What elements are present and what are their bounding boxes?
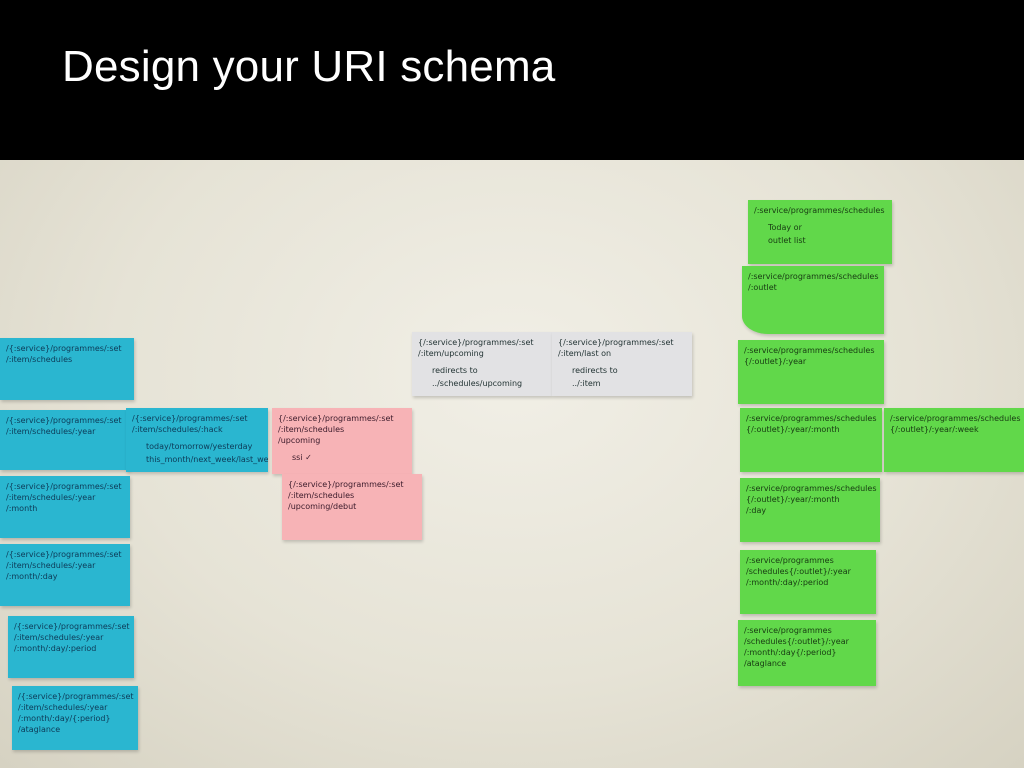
note-text: /:item/schedules/:year (14, 633, 104, 642)
sticky-note-grey: {/:service}/programmes/:set /:item/last o… (552, 332, 692, 396)
sticky-note-green: /:service/programmes/schedules{/:outlet}… (738, 620, 876, 686)
note-text: /:service/programmes/schedules (746, 414, 877, 423)
note-text: {/:service}/programmes/:set (288, 480, 404, 489)
note-text: /:month/:day/:period (746, 578, 829, 587)
note-text: /:day (746, 506, 767, 515)
note-text: /{:service}/programmes/:set (6, 344, 122, 353)
note-text: {/:outlet}/:year (744, 357, 807, 366)
note-text: /:service/programmes/schedules (748, 272, 879, 281)
sticky-note-pink: {/:service}/programmes/:set /:item/schedu… (272, 408, 412, 474)
note-text: /{:service}/programmes/:set (132, 414, 248, 423)
sticky-note-blue: /{:service}/programmes/:set /:item/schedu… (12, 686, 138, 750)
note-text: /:service/programmes/schedules (890, 414, 1021, 423)
note-text: /:item/schedules/:year (6, 427, 96, 436)
note-text: /{:service}/programmes/:set (18, 692, 134, 701)
note-text: /:item/schedules/:year (6, 561, 96, 570)
note-text: /:service/programmes/schedules (754, 206, 885, 215)
note-text: /:month/:day{/:period} (744, 648, 837, 657)
note-text: /ataglance (744, 659, 787, 668)
note-text: /:service/programmes (746, 556, 834, 565)
note-text: /upcoming/debut (288, 502, 357, 511)
sticky-note-pink: {/:service}/programmes/:set /:item/schedu… (282, 474, 422, 540)
note-text: /:month/:day (6, 572, 58, 581)
note-text: /:item/schedules (278, 425, 345, 434)
note-text: /:item/schedules/:hack (132, 425, 223, 434)
note-text: /schedules{/:outlet}/:year (744, 637, 849, 646)
note-text: {/:service}/programmes/:set (418, 338, 534, 347)
note-text: /{:service}/programmes/:set (14, 622, 130, 631)
note-text: /ataglance (18, 725, 61, 734)
note-text: /:month (6, 504, 38, 513)
note-text: /upcoming (278, 436, 321, 445)
sticky-note-blue: /{:service}/programmes/:set /:item/schedu… (8, 616, 134, 678)
note-text: /:item/schedules (6, 355, 73, 364)
note-text: /:service/programmes (744, 626, 832, 635)
note-text: /{:service}/programmes/:set (6, 416, 122, 425)
note-text: /:month/:day/{:period} (18, 714, 111, 723)
note-text: {/:service}/programmes/:set (558, 338, 674, 347)
note-text: {/:outlet}/:year/:month (746, 425, 840, 434)
note-text: /:service/programmes/schedules (744, 346, 875, 355)
sticky-note-green: /:service/programmes/schedules /:outlet (742, 266, 884, 334)
sticky-note-green: /:service/programmes/schedules {/:outlet}… (740, 478, 880, 542)
note-text: /{:service}/programmes/:set (6, 482, 122, 491)
note-text: {/:service}/programmes/:set (278, 414, 394, 423)
sticky-note-grey: {/:service}/programmes/:set /:item/upcomi… (412, 332, 552, 396)
sticky-note-blue: /{:service}/programmes/:set /:item/schedu… (0, 544, 130, 606)
note-annotation: redirects to (572, 366, 618, 375)
note-text: {/:outlet}/:year/:week (890, 425, 979, 434)
note-text: /:item/last on (558, 349, 612, 358)
note-annotation: ../schedules/upcoming (432, 379, 523, 388)
note-annotation: ssi ✓ (292, 453, 312, 462)
whiteboard-photo: /{:service}/programmes/:set /:item/schedu… (0, 160, 1024, 768)
note-text: /:month/:day/:period (14, 644, 97, 653)
note-text: /:item/upcoming (418, 349, 484, 358)
slide-header: Design your URI schema (0, 0, 1024, 160)
note-text: /:item/schedules/:year (6, 493, 96, 502)
note-annotation: this_month/next_week/last_week (146, 455, 268, 464)
note-annotation: Today or (768, 223, 802, 232)
note-text: /{:service}/programmes/:set (6, 550, 122, 559)
note-annotation: redirects to (432, 366, 478, 375)
note-annotation: ../:item (572, 379, 601, 388)
sticky-note-blue: /{:service}/programmes/:set /:item/schedu… (126, 408, 268, 472)
sticky-note-blue: /{:service}/programmes/:set /:item/schedu… (0, 476, 130, 538)
note-text: {/:outlet}/:year/:month (746, 495, 840, 504)
sticky-note-green: /:service/programmes/schedules {/:outlet}… (740, 408, 882, 472)
sticky-note-green: /:service/programmes/schedules {/:outlet}… (884, 408, 1024, 472)
sticky-note-blue: /{:service}/programmes/:set /:item/schedu… (0, 338, 134, 400)
note-text: /:item/schedules (288, 491, 355, 500)
note-text: /schedules{/:outlet}/:year (746, 567, 851, 576)
note-text: /:item/schedules/:year (18, 703, 108, 712)
note-annotation: today/tomorrow/yesterday (146, 442, 253, 451)
slide-title: Design your URI schema (62, 42, 556, 91)
sticky-note-green: /:service/programmes/schedules{/:outlet}… (740, 550, 876, 614)
note-annotation: outlet list (768, 236, 806, 245)
sticky-note-green: /:service/programmes/schedules {/:outlet}… (738, 340, 884, 404)
sticky-note-blue: /{:service}/programmes/:set /:item/schedu… (0, 410, 130, 470)
note-text: /:outlet (748, 283, 777, 292)
note-text: /:service/programmes/schedules (746, 484, 877, 493)
